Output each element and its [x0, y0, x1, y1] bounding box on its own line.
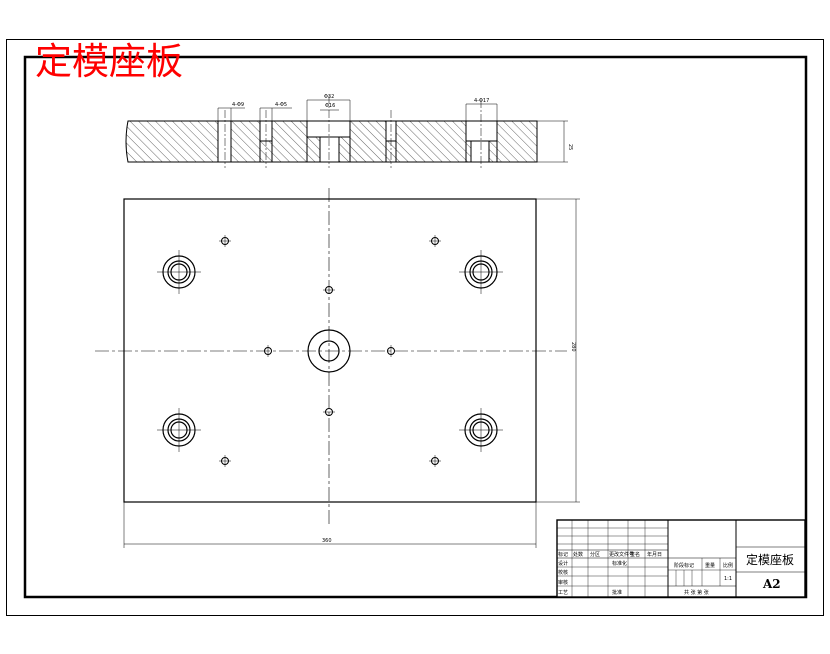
drawing-frame [23, 55, 808, 599]
label-stage-mark: 阶段标记 [674, 562, 694, 569]
scale-value: 1:1 [724, 576, 732, 582]
plate-outline [123, 198, 537, 503]
central-inner-dim: Φ16 [325, 103, 335, 109]
drawing-title: 定模座板 [35, 40, 183, 83]
height-dim: 280 [570, 342, 576, 352]
hole-callout-mid: 4-Φ5 [275, 102, 287, 108]
sheet-size: A2 [762, 577, 781, 591]
label-count: 处数 [573, 551, 583, 558]
sheet-outer-border [6, 39, 824, 616]
thickness-dim: 25 [567, 144, 573, 150]
part-name: 定模座板 [746, 552, 794, 567]
label-standardize: 标准化 [612, 560, 627, 567]
hole-callout-right: 4-Φ17 [474, 98, 489, 104]
section-view: 4-Φ9 4-Φ5 Φ32 Φ16 4-Φ17 25 [125, 94, 573, 168]
label-design: 设计 [558, 560, 568, 567]
label-signature: 签名 [630, 551, 640, 558]
hole-callout-left: 4-Φ9 [232, 102, 244, 108]
label-date: 年月日 [647, 551, 662, 558]
label-scale: 比例 [723, 562, 733, 569]
label-review: 审核 [558, 579, 568, 586]
label-check: 校核 [558, 569, 568, 576]
plan-view: 280 360 [95, 188, 580, 548]
label-weight: 重量 [705, 562, 715, 569]
label-change-doc: 更改文件号 [609, 551, 634, 558]
title-block: 标记 处数 分区 更改文件号 签名 年月日 设计 标准化 校核 审核 工艺 批准… [556, 519, 806, 598]
label-mark: 标记 [558, 551, 568, 558]
central-hole-dim: Φ32 [324, 94, 334, 100]
label-process: 工艺 [558, 590, 568, 596]
label-approve: 批准 [612, 589, 622, 596]
width-dim: 360 [322, 538, 332, 544]
label-zone: 分区 [590, 551, 600, 558]
sheets-text: 共 张 第 张 [684, 589, 709, 596]
